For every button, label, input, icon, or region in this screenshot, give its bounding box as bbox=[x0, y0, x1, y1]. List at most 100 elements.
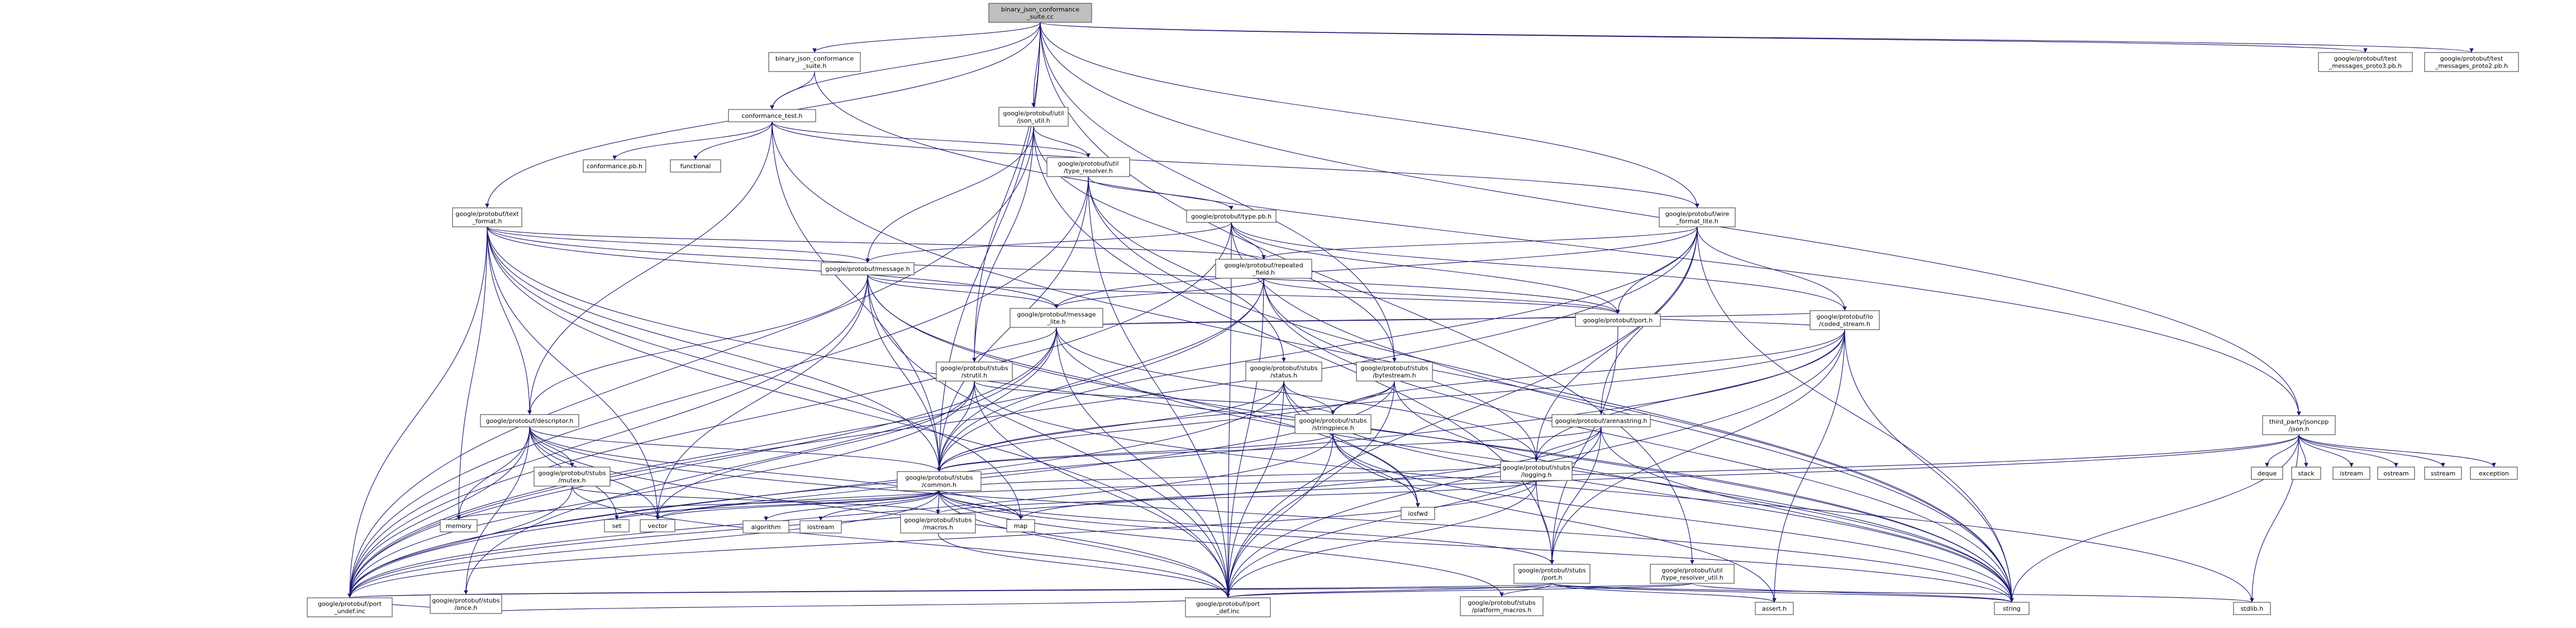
node-mutex[interactable]: google/protobuf/stubs/mutex.h bbox=[534, 467, 611, 487]
node-label-line: /json_util.h bbox=[1017, 117, 1050, 125]
node-label-line: _messages_proto2.pb.h bbox=[2435, 63, 2508, 70]
node-label-line: algorithm bbox=[751, 524, 780, 531]
node-once[interactable]: google/protobuf/stubs/once.h bbox=[430, 594, 502, 614]
node-bytestream[interactable]: google/protobuf/stubs/bytestream.h bbox=[1356, 361, 1433, 382]
node-label-line: map bbox=[1014, 522, 1027, 530]
node-label-line: _format.h bbox=[472, 218, 502, 225]
node-ctest-h[interactable]: conformance_test.h bbox=[728, 109, 816, 122]
node-box bbox=[1046, 157, 1130, 177]
node-ostream: ostream bbox=[2377, 467, 2415, 480]
edge-text_format-to-repeated_field bbox=[487, 226, 1266, 260]
node-box bbox=[1994, 602, 2030, 615]
edge-wire_format_lite-to-message_lite bbox=[1054, 226, 1698, 309]
node-text-format[interactable]: google/protobuf/text_format.h bbox=[452, 207, 522, 227]
node-label-line: google/protobuf/descriptor.h bbox=[486, 417, 574, 425]
edge-message_lite-to-port_def bbox=[1056, 327, 1230, 598]
node-root[interactable]: binary_json_conformance_suite.cc bbox=[988, 3, 1092, 23]
node-box bbox=[440, 519, 478, 532]
node-label-line: /common.h bbox=[922, 482, 956, 489]
node-descriptor[interactable]: google/protobuf/descriptor.h bbox=[480, 414, 579, 427]
node-box bbox=[936, 361, 1013, 382]
edge-coded_stream-to-stringpiece bbox=[1331, 329, 1845, 415]
edge-text_format-to-message_h bbox=[487, 226, 870, 263]
edge-stringpiece-to-iosfwd bbox=[1332, 433, 1420, 508]
node-strutil[interactable]: google/protobuf/stubs/strutil.h bbox=[936, 361, 1013, 382]
edge-message_lite-to-strutil bbox=[972, 327, 1057, 363]
node-label-line: google/protobuf/port.h bbox=[1583, 317, 1653, 324]
node-port-undef: google/protobuf/port_undef.inc bbox=[307, 597, 393, 617]
node-port-h[interactable]: google/protobuf/port.h bbox=[1575, 313, 1661, 327]
node-box bbox=[900, 513, 976, 534]
node-message-lite[interactable]: google/protobuf/message_lite.h bbox=[1010, 308, 1103, 328]
node-type-pb[interactable]: google/protobuf/type.pb.h bbox=[1186, 210, 1277, 223]
edge-json_util-to-type_resolver bbox=[1033, 126, 1091, 158]
edge-macros-to-port_def bbox=[937, 532, 1230, 598]
edge-wire_format_lite-to-repeated_field bbox=[1261, 226, 1698, 260]
node-box bbox=[1186, 210, 1277, 223]
node-message-h[interactable]: google/protobuf/message.h bbox=[821, 262, 915, 275]
edge-tr_util-to-port_undef bbox=[348, 583, 1693, 598]
edge-ctest_h-to-functional bbox=[693, 121, 773, 160]
node-coded-stream[interactable]: google/protobuf/io/coded_stream.h bbox=[1810, 310, 1880, 330]
node-label-line: google/protobuf/arenastring.h bbox=[1555, 417, 1647, 425]
edge-root-to-proto3_pb bbox=[1040, 22, 2368, 53]
edge-status-to-port_undef bbox=[347, 380, 1284, 598]
edge-port_stubs-to-string bbox=[1551, 583, 2014, 603]
node-macros[interactable]: google/protobuf/stubs/macros.h bbox=[900, 513, 976, 534]
node-box bbox=[2377, 467, 2415, 480]
node-label-line: google/protobuf/stubs bbox=[1518, 567, 1586, 574]
node-label-line: google/protobuf/stubs bbox=[1299, 417, 1367, 425]
node-port-stubs[interactable]: google/protobuf/stubs/port.h bbox=[1513, 564, 1591, 584]
edge-strutil-to-vector bbox=[655, 380, 975, 520]
edge-json_util-to-port_undef bbox=[347, 126, 1034, 598]
node-label-line: third_party/jsoncpp bbox=[2269, 418, 2329, 426]
edge-message_h-to-port_def bbox=[867, 274, 1230, 598]
node-box bbox=[2251, 467, 2283, 480]
edge-stringpiece-to-port_undef bbox=[347, 433, 1334, 598]
node-label-line: google/protobuf/stubs bbox=[432, 597, 500, 605]
node-box bbox=[583, 159, 646, 173]
node-stringpiece[interactable]: google/protobuf/stubs/stringpiece.h bbox=[1294, 414, 1372, 434]
node-wire-format-lite[interactable]: google/protobuf/wire_format_lite.h bbox=[1659, 207, 1736, 227]
edge-wire_format_lite-to-string bbox=[1697, 226, 2014, 603]
node-platform-macros[interactable]: google/protobuf/stubs/platform_macros.h bbox=[1460, 596, 1544, 616]
edge-repeated_field-to-port_h bbox=[1263, 278, 1620, 315]
node-box bbox=[1659, 207, 1736, 227]
edge-text_format-to-vector bbox=[487, 226, 660, 520]
node-type-resolver[interactable]: google/protobuf/util/type_resolver.h bbox=[1046, 157, 1130, 177]
edge-status-to-stringpiece bbox=[1283, 380, 1335, 415]
node-box bbox=[2233, 602, 2271, 615]
node-label-line: memory bbox=[446, 522, 472, 530]
node-label-line: conformance.pb.h bbox=[587, 163, 642, 170]
node-json-util[interactable]: google/protobuf/util/json_util.h bbox=[998, 107, 1069, 127]
node-box bbox=[821, 262, 915, 275]
edge-ctest_h-to-type_resolver bbox=[772, 121, 1091, 158]
node-logging[interactable]: google/protobuf/stubs/logging.h bbox=[1500, 461, 1573, 481]
edge-common-to-string bbox=[939, 490, 2014, 603]
edge-message_lite-to-port_undef bbox=[347, 327, 1057, 598]
edge-descriptor-to-map bbox=[529, 426, 1023, 520]
node-iosfwd: iosfwd bbox=[1401, 507, 1435, 520]
node-proto3-pb: google/protobuf/test_messages_proto3.pb.… bbox=[2318, 52, 2413, 72]
edge-repeated_field-to-port_def bbox=[1226, 278, 1264, 598]
node-label-line: conformance_test.h bbox=[741, 112, 802, 120]
node-tr-util[interactable]: google/protobuf/util/type_resolver_util.… bbox=[1650, 564, 1735, 584]
node-bjcs-h[interactable]: binary_json_conformance_suite.h bbox=[768, 52, 861, 72]
edge-status-to-port_def bbox=[1226, 380, 1284, 598]
node-box bbox=[1755, 602, 1794, 615]
node-repeated-field[interactable]: google/protobuf/repeated_field.h bbox=[1215, 259, 1312, 279]
node-arenastring[interactable]: google/protobuf/arenastring.h bbox=[1551, 414, 1651, 427]
node-box bbox=[1500, 461, 1573, 481]
node-conf-pb: conformance.pb.h bbox=[583, 159, 646, 173]
node-label-line: google/protobuf/stubs bbox=[1502, 464, 1570, 472]
node-label-line: /platform_macros.h bbox=[1472, 607, 1532, 614]
node-status[interactable]: google/protobuf/stubs/status.h bbox=[1245, 361, 1322, 382]
node-jsoncpp[interactable]: third_party/jsoncpp/json.h bbox=[2262, 415, 2336, 435]
edge-tr_util-to-string bbox=[1692, 583, 2014, 603]
edge-json_util-to-message_h bbox=[865, 126, 1034, 263]
node-label-line: _def.inc bbox=[1216, 608, 1240, 615]
node-common[interactable]: google/protobuf/stubs/common.h bbox=[897, 471, 982, 491]
edge-bjcs_h-to-jsoncpp bbox=[814, 71, 2301, 416]
edge-status-to-common bbox=[937, 380, 1284, 472]
edge-message_lite-to-common bbox=[937, 327, 1057, 472]
